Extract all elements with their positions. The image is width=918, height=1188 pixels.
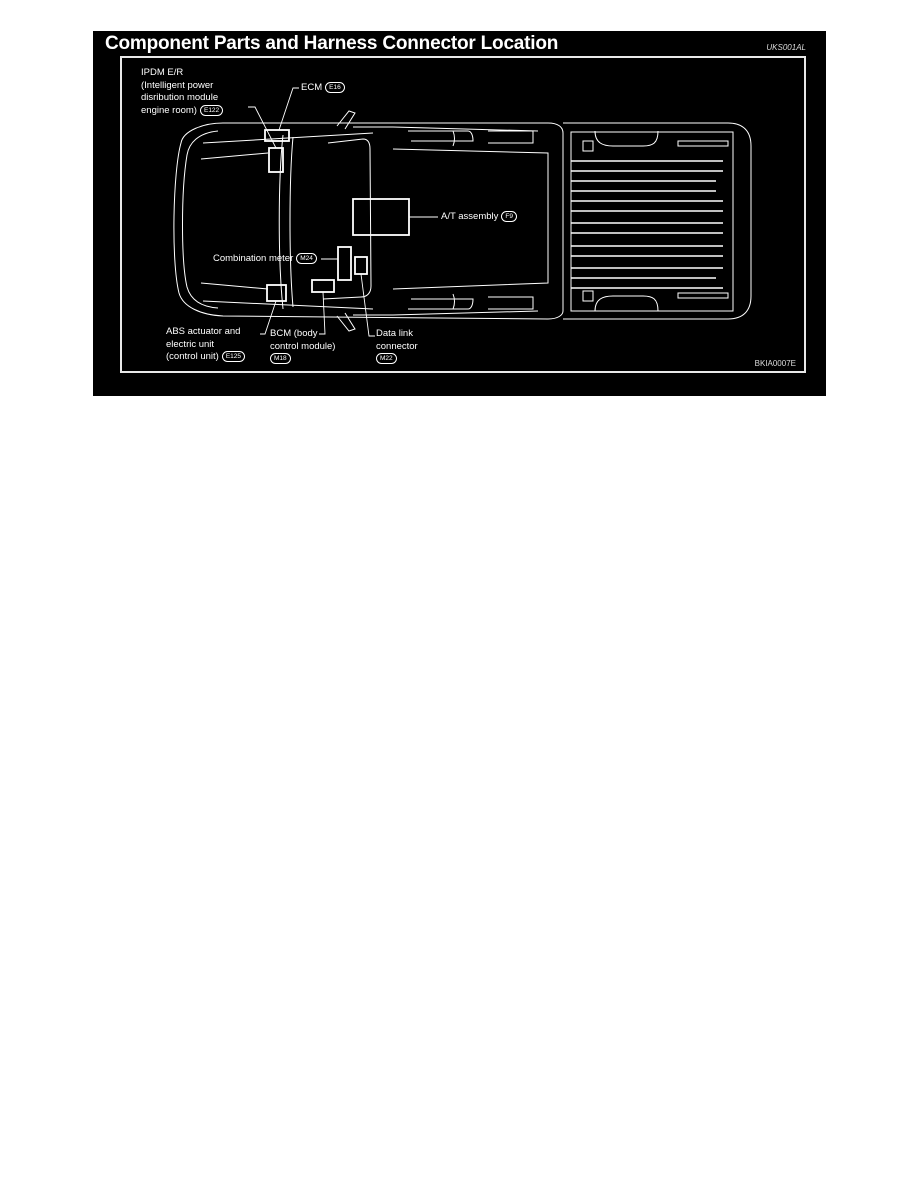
ipdm-label: IPDM E/R (Intelligent power disribution … <box>141 67 224 117</box>
data-link-connector-label: Data link connector M22 <box>376 328 418 366</box>
abs-label-line: electric unit <box>166 338 215 350</box>
at-assembly-label-text: A/T assembly <box>441 211 499 223</box>
diagram-panel: Component Parts and Harness Connector Lo… <box>93 31 826 396</box>
data-link-label-line: Data link <box>376 328 413 339</box>
vehicle-top-view-drawing <box>173 87 752 337</box>
ipdm-label-line: engine room) <box>141 104 197 116</box>
figure-code-top: UKS001AL <box>766 43 806 52</box>
connector-badge-m18: M18 <box>270 353 291 364</box>
ipdm-label-line: disribution module <box>141 92 219 103</box>
diagram-frame: BKIA0007E <box>120 56 806 373</box>
ecm-box <box>264 129 290 142</box>
connector-badge-e125: E125 <box>221 351 245 362</box>
ecm-label-text: ECM <box>301 82 323 94</box>
abs-label-line: ABS actuator and <box>166 326 241 337</box>
ipdm-label-line: IPDM E/R <box>141 67 184 78</box>
connector-badge-f9: F9 <box>501 211 517 222</box>
connector-badge-e122: E122 <box>199 104 224 116</box>
abs-box <box>266 284 287 302</box>
diagram-title: Component Parts and Harness Connector Lo… <box>105 33 559 54</box>
abs-label: ABS actuator and electric unit (control … <box>166 326 245 364</box>
combination-meter-label-text: Combination meter <box>213 253 294 265</box>
abs-label-line: (control unit) <box>166 351 219 363</box>
bcm-label: BCM (body control module) M18 <box>270 328 335 366</box>
bcm-label-line: control module) <box>270 340 336 352</box>
connector-badge-m24: M24 <box>296 253 317 264</box>
data-link-label-line: connector <box>376 340 418 352</box>
connector-badge-m22: M22 <box>376 353 397 364</box>
connector-badge-e16: E16 <box>325 82 345 93</box>
figure-code-bottom: BKIA0007E <box>754 359 796 368</box>
ipdm-label-line: (Intelligent power <box>141 79 214 91</box>
combination-meter-box <box>337 246 352 281</box>
bcm-label-line: BCM (body <box>270 328 318 339</box>
